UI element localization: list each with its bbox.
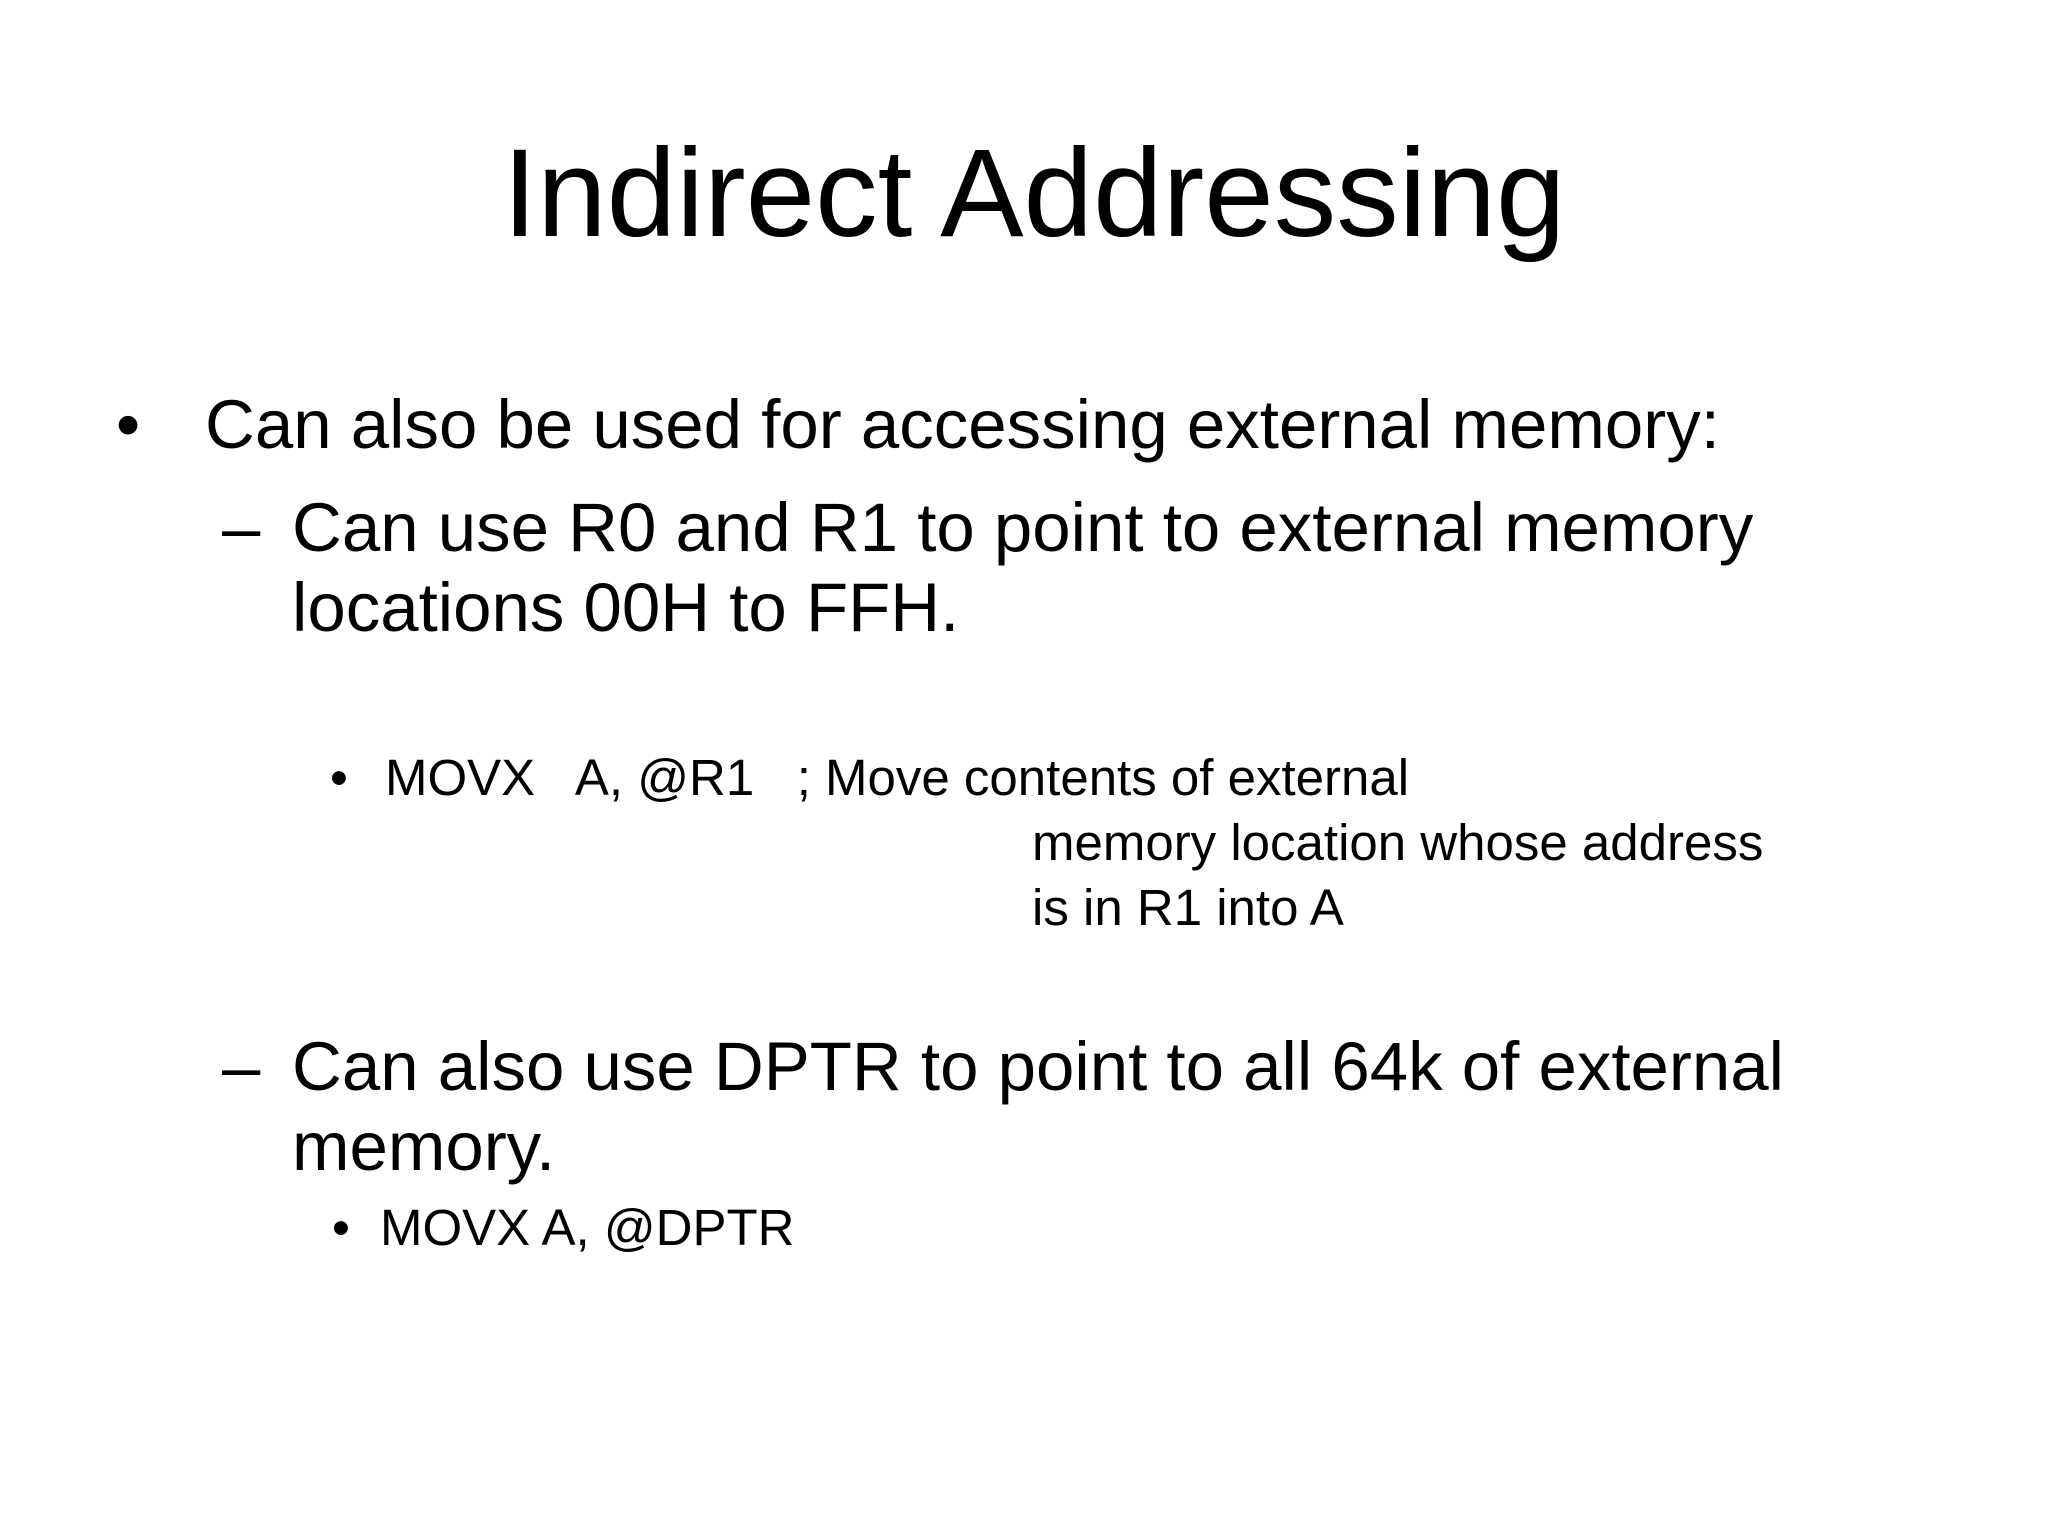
slide-title: Indirect Addressing <box>502 124 1566 263</box>
bullet-icon: • <box>330 749 348 806</box>
bullet-icon: • <box>332 1199 350 1256</box>
sub-bullet1-line2: locations 00H to FFH. <box>292 569 960 646</box>
code1-instruction-line: MOVX A, @R1 ; Move contents of external <box>385 749 1410 806</box>
sub-bullet2-line1: Can also use DPTR to point to all 64k of… <box>292 1028 1784 1105</box>
sub-bullet1-line1: Can use R0 and R1 to point to external m… <box>292 489 1754 566</box>
bullet-icon: • <box>116 386 141 463</box>
code1-comment-line2: memory location whose address <box>1032 814 1764 871</box>
bullet1-text: Can also be used for accessing external … <box>205 386 1720 463</box>
dash-icon: – <box>222 489 261 566</box>
dash-icon: – <box>222 1028 261 1105</box>
code2-instruction-line: MOVX A, @DPTR <box>380 1199 795 1256</box>
sub-bullet2-line2: memory. <box>292 1108 556 1185</box>
code1-comment-line3: is in R1 into A <box>1032 879 1344 936</box>
